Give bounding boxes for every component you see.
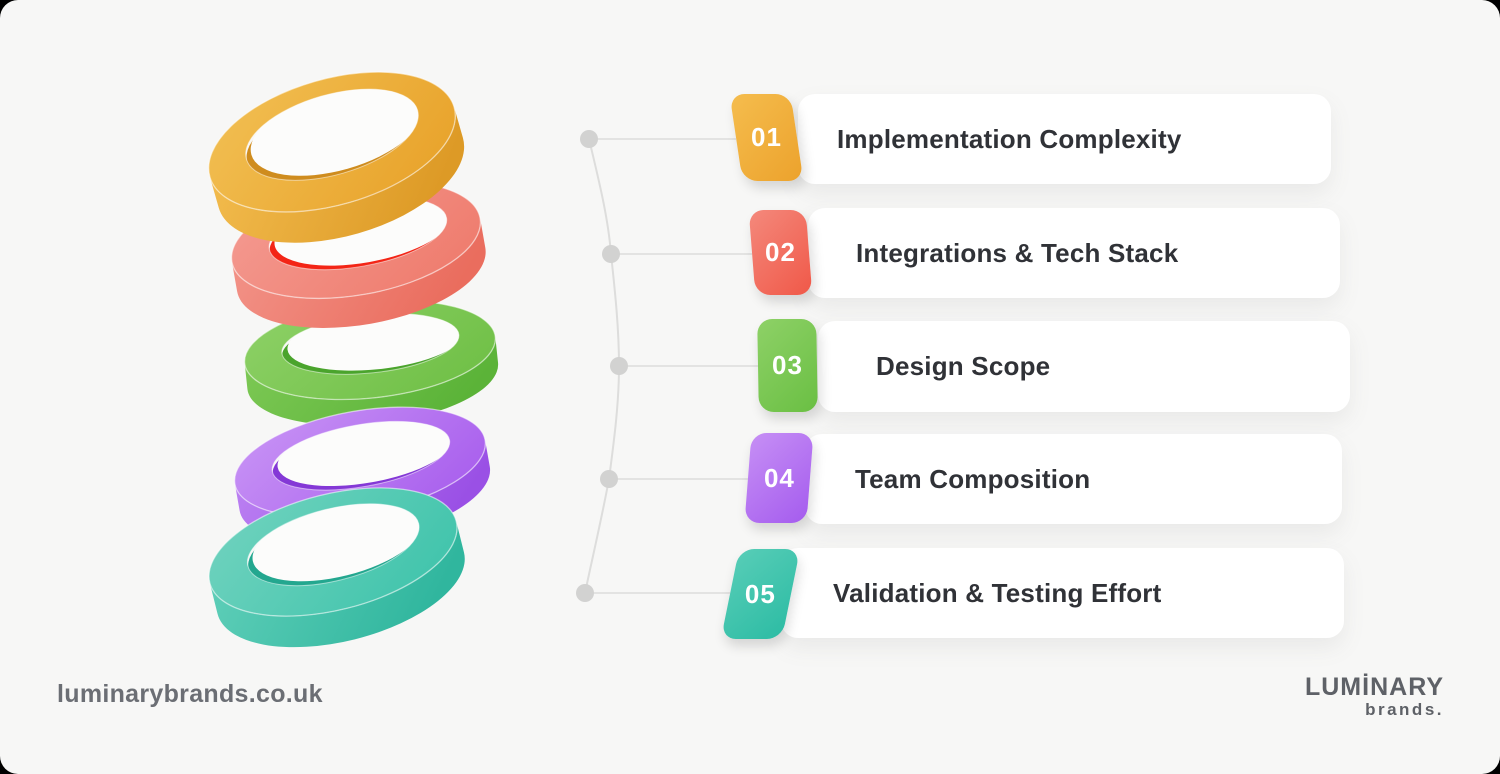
item-number-3: 03 [772, 350, 803, 380]
connector-dot-1 [580, 130, 598, 148]
item-number-2: 02 [765, 237, 796, 267]
item-number-badge-3: 03 [757, 319, 818, 412]
brand-logo: LUMİNARY brands. [1305, 674, 1444, 719]
item-number-badge-4: 04 [744, 433, 814, 523]
brand-logo-line2: brands. [1365, 700, 1444, 720]
list-item-card-3: Design Scope [818, 321, 1350, 412]
list-item-card-5: Validation & Testing Effort [781, 548, 1344, 638]
brand-logo-line1: LUMİNARY [1304, 673, 1444, 701]
item-number-5: 05 [745, 578, 776, 609]
list-item-card-2: Integrations & Tech Stack [808, 208, 1340, 298]
connector-dot-3 [610, 357, 628, 375]
item-number-badge-2: 02 [748, 210, 813, 295]
item-number-badge-1: 01 [729, 94, 804, 181]
ring-teal [208, 487, 465, 648]
item-title-1: Implementation Complexity [837, 123, 1182, 154]
list-item-card-4: Team Composition [805, 434, 1342, 524]
stacked-rings-illustration [208, 71, 499, 648]
connector-dot-5 [576, 584, 594, 602]
item-title-4: Team Composition [855, 463, 1091, 494]
list-item-card-1: Implementation Complexity [798, 94, 1331, 184]
item-number-4: 04 [763, 462, 795, 493]
connector-lines [576, 130, 758, 602]
website-url: luminarybrands.co.uk [57, 680, 323, 708]
item-title-5: Validation & Testing Effort [833, 577, 1162, 608]
item-number-1: 01 [751, 122, 782, 152]
connector-dot-2 [602, 245, 620, 263]
item-title-2: Integrations & Tech Stack [856, 237, 1179, 268]
connector-dot-4 [600, 470, 618, 488]
item-title-3: Design Scope [876, 351, 1051, 381]
ring-yellow [208, 71, 465, 243]
